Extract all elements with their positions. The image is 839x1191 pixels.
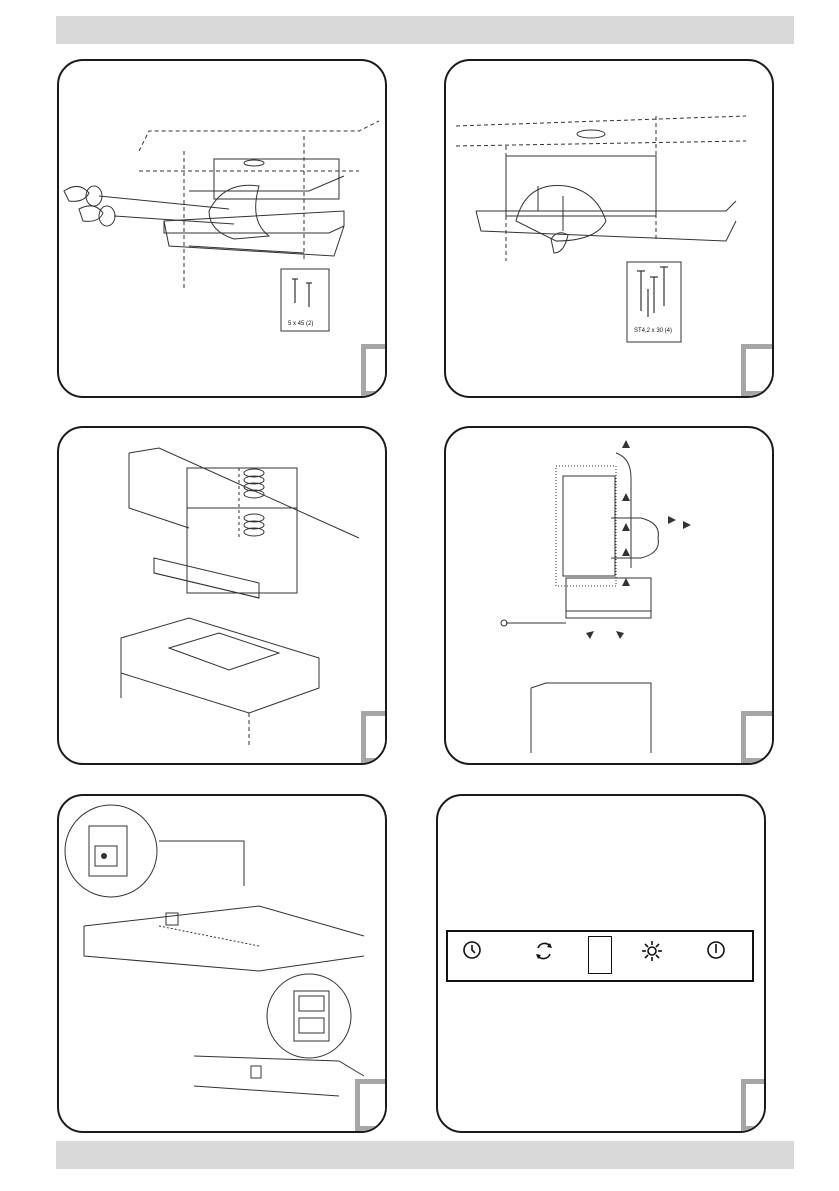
panel-airflow-diagram	[444, 426, 774, 765]
power-icon[interactable]	[706, 940, 736, 968]
light-icon[interactable]	[641, 940, 671, 968]
panel-fixing-screws: 5 x 45 (2)	[57, 59, 387, 398]
switch-detail-illustration	[59, 796, 385, 1131]
panel-switches	[57, 794, 387, 1133]
blank-square-button[interactable]	[588, 936, 612, 974]
step-number-box	[741, 1079, 766, 1131]
step-number-box	[741, 711, 774, 763]
step-number-box	[355, 1079, 387, 1131]
panel-duct-installation	[57, 426, 387, 765]
hood-screw-illustration	[59, 61, 385, 396]
header-bar	[56, 16, 794, 44]
hood-underside-illustration	[446, 61, 772, 396]
control-button-bar	[446, 930, 754, 982]
step-number-box	[741, 344, 774, 396]
recirculation-icon[interactable]	[533, 940, 563, 968]
airflow-diagram	[446, 428, 772, 763]
screw-size-label: ST4,2 x 30 (4)	[634, 328, 672, 334]
clock-icon[interactable]	[462, 940, 492, 968]
step-number-box	[361, 711, 387, 763]
duct-installation-illustration	[59, 428, 385, 763]
footer-bar	[56, 1141, 794, 1169]
step-number-box	[361, 344, 387, 396]
panel-control-panel	[436, 794, 766, 1133]
panel-fixing-from-below: ST4,2 x 30 (4)	[444, 59, 774, 398]
screw-size-label: 5 x 45 (2)	[288, 321, 313, 327]
